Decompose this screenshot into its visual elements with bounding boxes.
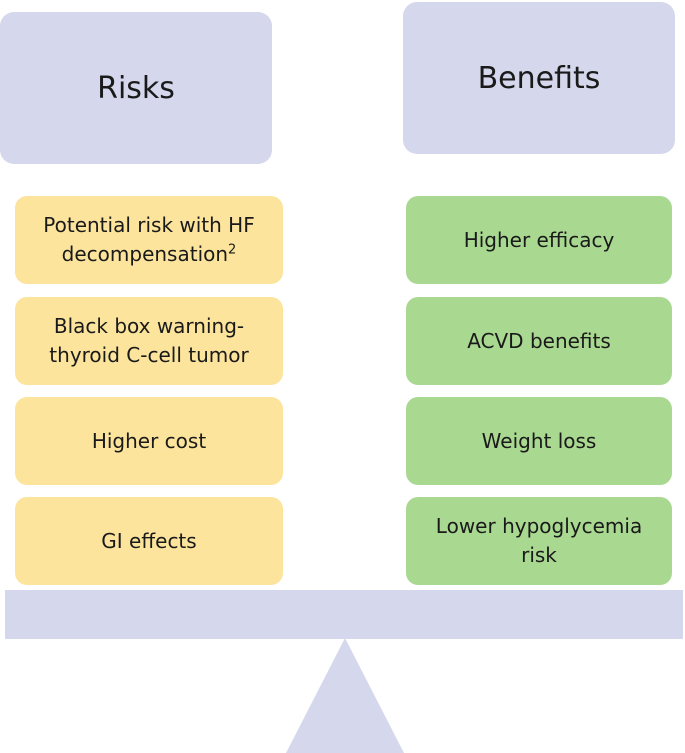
risk-item-higher-cost: Higher cost (15, 397, 283, 485)
benefit-item-label: Higher efficacy (463, 227, 615, 252)
risk-item-thyroid-warning: Black box warning- thyroid C-cell tumor (15, 297, 283, 385)
risk-item-label: Potential risk with HF decompensation2 (43, 213, 255, 266)
benefit-item-higher-efficacy: Higher efficacy (406, 196, 672, 284)
risks-header: Risks (0, 12, 272, 164)
risk-item-gi-effects: GI effects (15, 497, 283, 585)
benefits-title: Benefits (477, 60, 601, 96)
benefit-item-label: ACVD benefits (467, 328, 611, 353)
risk-item-hf-decompensation: Potential risk with HF decompensation2 (15, 196, 283, 284)
risk-item-label: Black box warning- thyroid C-cell tumor (49, 314, 249, 367)
scale-fulcrum-icon (286, 638, 404, 753)
benefit-item-acvd: ACVD benefits (406, 297, 672, 385)
benefit-item-label: Lower hypoglycemia risk (435, 514, 643, 567)
benefit-item-hypoglycemia: Lower hypoglycemia risk (406, 497, 672, 585)
risks-title: Risks (97, 70, 175, 106)
risk-item-label: GI effects (101, 528, 197, 553)
scale-beam (5, 590, 683, 639)
benefit-item-weight-loss: Weight loss (406, 397, 672, 485)
benefits-header: Benefits (403, 2, 675, 154)
footnote-marker: 2 (228, 242, 237, 258)
benefit-item-label: Weight loss (481, 428, 597, 453)
risk-item-label: Higher cost (91, 428, 207, 453)
